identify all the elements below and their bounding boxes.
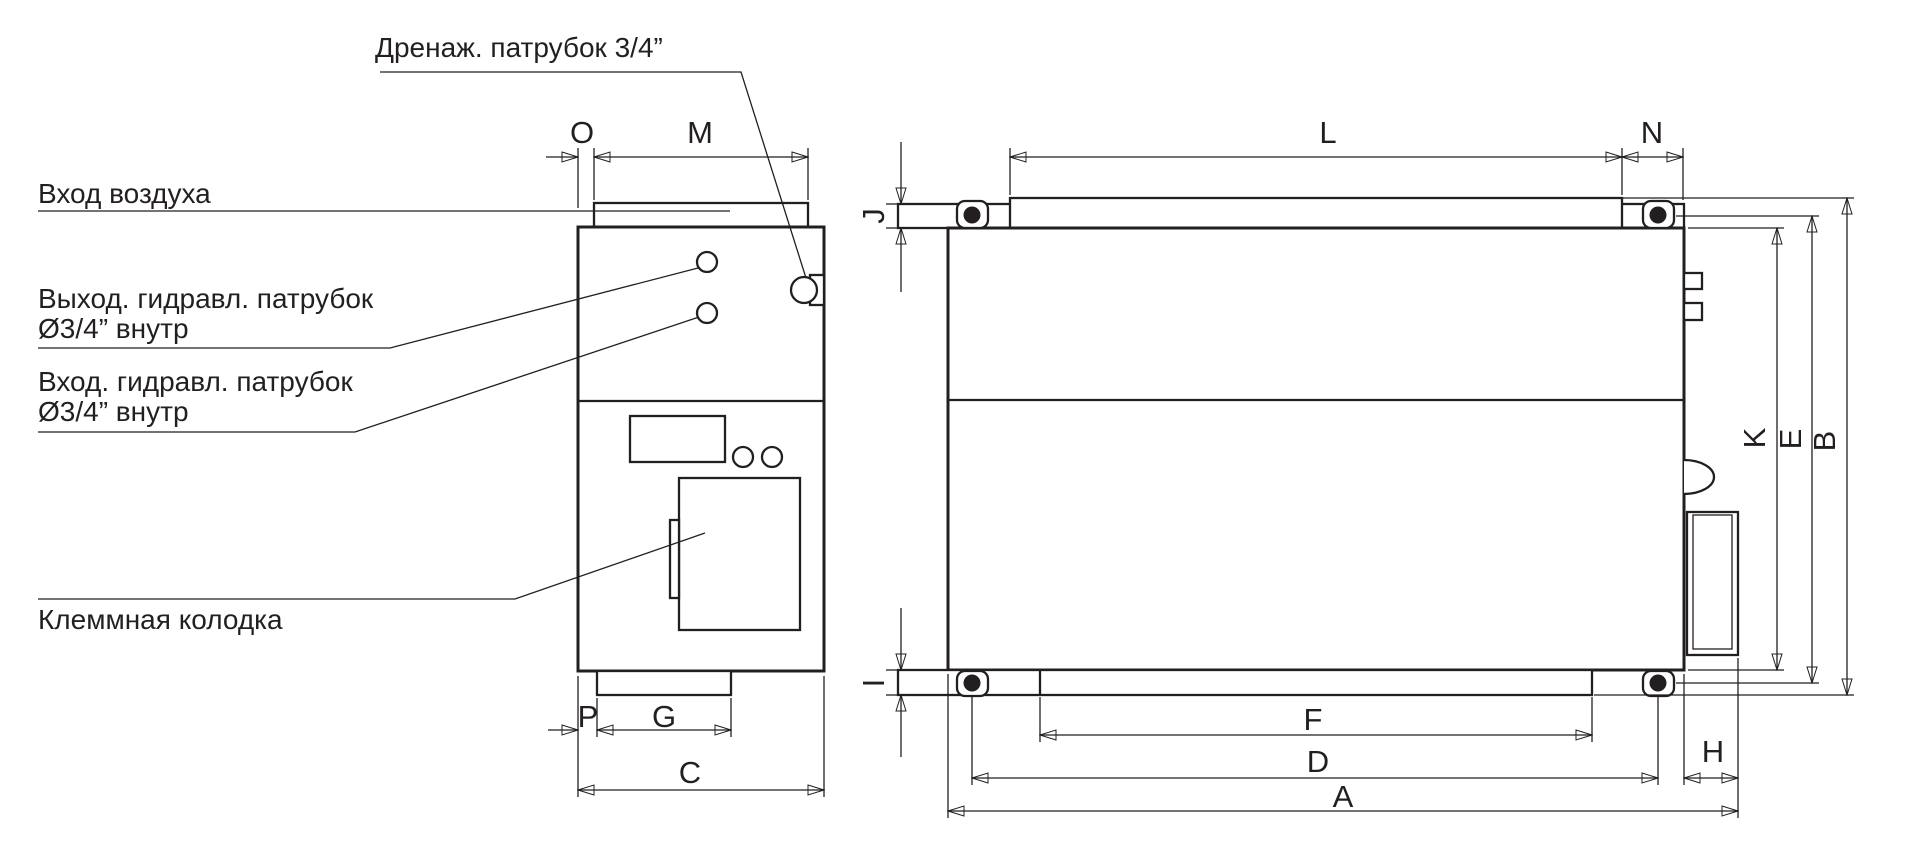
bottom-flange xyxy=(896,668,1594,697)
dim-m-label: M xyxy=(687,115,713,150)
side-view xyxy=(576,201,826,697)
hydraulic-outlet-label-line1: Выход. гидравл. патрубок xyxy=(38,283,374,314)
hydraulic-outlet-port xyxy=(695,250,719,274)
dim-j xyxy=(886,142,901,292)
dim-i-label: I xyxy=(856,679,891,688)
top-panel xyxy=(1008,196,1624,230)
dim-f-label: F xyxy=(1304,702,1323,737)
control-knob-left xyxy=(731,445,755,469)
terminal-block xyxy=(677,476,802,632)
dim-a-label: A xyxy=(1333,779,1354,814)
dim-f-d-a-h xyxy=(948,658,1738,818)
side-tab-upper xyxy=(1682,271,1704,291)
pipe-bump xyxy=(1683,458,1716,496)
corner-screw-bottom-right xyxy=(1641,669,1676,698)
air-inlet-collar xyxy=(592,201,810,229)
dim-l-n xyxy=(1010,148,1683,200)
drain-leader xyxy=(380,71,807,279)
dim-o-label: O xyxy=(570,115,594,150)
control-panel xyxy=(628,414,727,464)
corner-screw-top-right xyxy=(1641,199,1676,230)
dim-c-label: C xyxy=(679,755,701,790)
dim-b-label: B xyxy=(1807,431,1842,452)
hydraulic-inlet-label-line1: Вход. гидравл. патрубок xyxy=(38,366,353,397)
drain-port xyxy=(789,275,819,305)
air-inlet-label: Вход воздуха xyxy=(38,178,211,209)
dim-i xyxy=(886,608,901,757)
hydraulic-inlet-label-line2: Ø3/4” внутр xyxy=(38,396,189,427)
bottom-collar xyxy=(595,669,733,697)
mounting-bracket-inner xyxy=(1692,514,1733,650)
dim-g-label: G xyxy=(652,699,676,734)
dim-d-label: D xyxy=(1307,744,1329,779)
side-tab-lower xyxy=(1682,301,1704,322)
corner-screw-top-left xyxy=(955,199,990,230)
front-view xyxy=(896,196,1740,698)
hydraulic-outlet-leader xyxy=(38,267,699,349)
control-knob-right xyxy=(760,445,784,469)
dim-k-e-b xyxy=(1594,198,1854,695)
terminal-block-tab xyxy=(668,518,681,600)
dim-k-label: K xyxy=(1737,427,1772,448)
hydraulic-outlet-label-line2: Ø3/4” внутр xyxy=(38,313,189,344)
annotation-leaders xyxy=(38,71,807,600)
dim-l-label: L xyxy=(1319,115,1336,150)
drain-label: Дренаж. патрубок 3/4” xyxy=(375,32,663,63)
corner-screw-bottom-left xyxy=(955,669,990,698)
dim-p-label: P xyxy=(578,699,599,734)
hydraulic-inlet-port xyxy=(695,301,719,325)
front-view-body xyxy=(946,226,1686,672)
dim-e-label: E xyxy=(1773,429,1808,450)
hydraulic-inlet-leader xyxy=(38,316,700,433)
terminal-block-leader xyxy=(38,532,706,600)
dim-p-g-c xyxy=(548,676,824,797)
dim-j-label: J xyxy=(856,208,891,224)
dim-o-m xyxy=(546,148,808,208)
terminal-block-label: Клеммная колодка xyxy=(38,604,283,635)
dim-h-label: H xyxy=(1702,734,1724,769)
dim-n-label: N xyxy=(1641,115,1663,150)
